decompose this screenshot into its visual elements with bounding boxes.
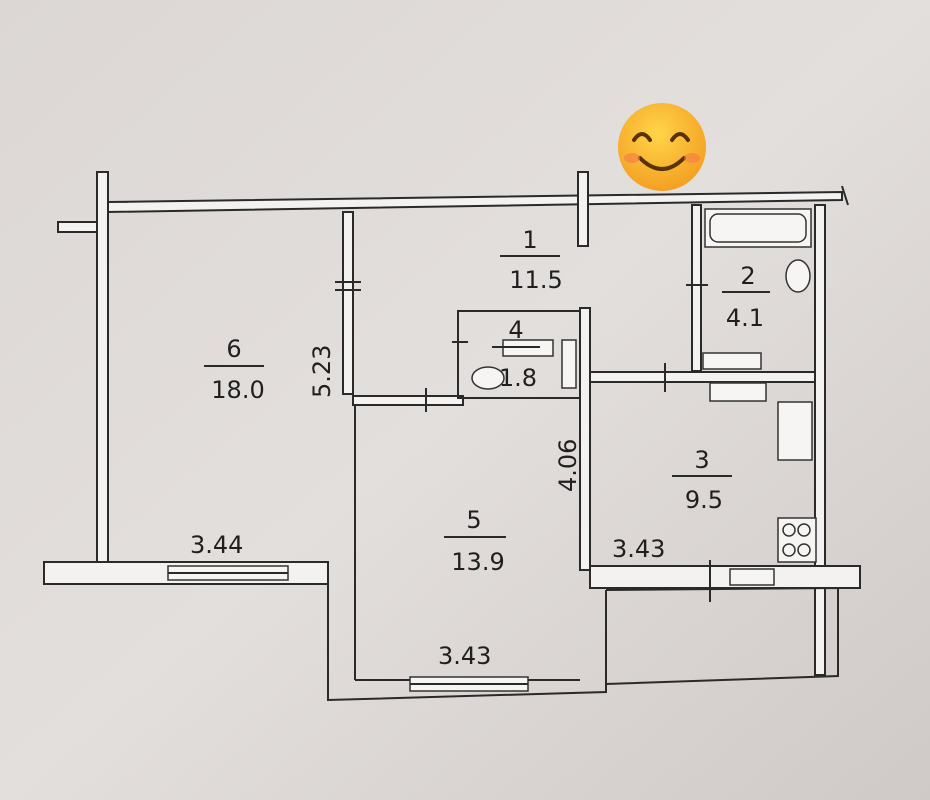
svg-text:3: 3 <box>694 446 709 474</box>
washbasin-icon <box>785 259 811 293</box>
bath-counter-icon <box>702 352 762 370</box>
sink-icon <box>561 339 577 389</box>
smiling-face-emoji-icon <box>618 103 706 191</box>
svg-text:1.8: 1.8 <box>499 364 537 392</box>
wall-room1-room3 <box>589 371 816 383</box>
burner-icon <box>797 523 811 537</box>
svg-text:9.5: 9.5 <box>685 486 723 514</box>
svg-text:4: 4 <box>508 316 523 344</box>
burner-icon <box>782 543 796 557</box>
bathtub-inner-icon <box>709 213 807 243</box>
window-room3 <box>729 568 775 586</box>
bottom-wall-room3 <box>589 565 861 589</box>
svg-text:5: 5 <box>466 506 481 534</box>
dimension-3-43-kitchen: 3.43 <box>612 535 665 563</box>
svg-text:18.0: 18.0 <box>211 376 264 404</box>
dimension-3-43-room5: 3.43 <box>438 642 491 670</box>
svg-text:1: 1 <box>522 226 537 254</box>
room-label-5: 5 13.9 <box>444 506 506 576</box>
wall-room6-room1 <box>342 211 354 395</box>
svg-text:13.9: 13.9 <box>451 548 504 576</box>
dimension-4-06: 4.06 <box>554 439 582 492</box>
dimension-3-44: 3.44 <box>190 531 243 559</box>
svg-text:2: 2 <box>740 262 755 290</box>
svg-text:11.5: 11.5 <box>509 266 562 294</box>
right-exterior-wall <box>814 204 826 676</box>
burner-icon <box>782 523 796 537</box>
room-label-6: 6 18.0 <box>204 335 265 404</box>
svg-text:6: 6 <box>226 335 241 363</box>
wall-above-room5 <box>352 395 464 406</box>
lower-outline <box>327 584 607 702</box>
room-label-3: 3 9.5 <box>672 446 732 514</box>
balcony-outline <box>605 586 839 685</box>
left-wall-stub <box>57 221 101 233</box>
svg-text:4.1: 4.1 <box>726 304 764 332</box>
dimension-5-23: 5.23 <box>308 345 336 398</box>
toilet-icon <box>471 366 505 390</box>
kitchen-sink-icon <box>777 401 813 461</box>
room-label-4: 4 1.8 <box>492 316 540 392</box>
top-column <box>577 171 589 247</box>
wall-break-mark <box>841 185 849 206</box>
room-label-1: 1 11.5 <box>500 226 563 294</box>
room-label-2: 2 4.1 <box>722 262 770 332</box>
stove-icon <box>777 517 817 563</box>
kitchen-counter-icon <box>709 382 767 402</box>
left-exterior-wall <box>96 171 109 563</box>
wall-room2-left <box>691 204 702 372</box>
wall-room5-room3 <box>579 307 591 571</box>
burner-icon <box>797 543 811 557</box>
